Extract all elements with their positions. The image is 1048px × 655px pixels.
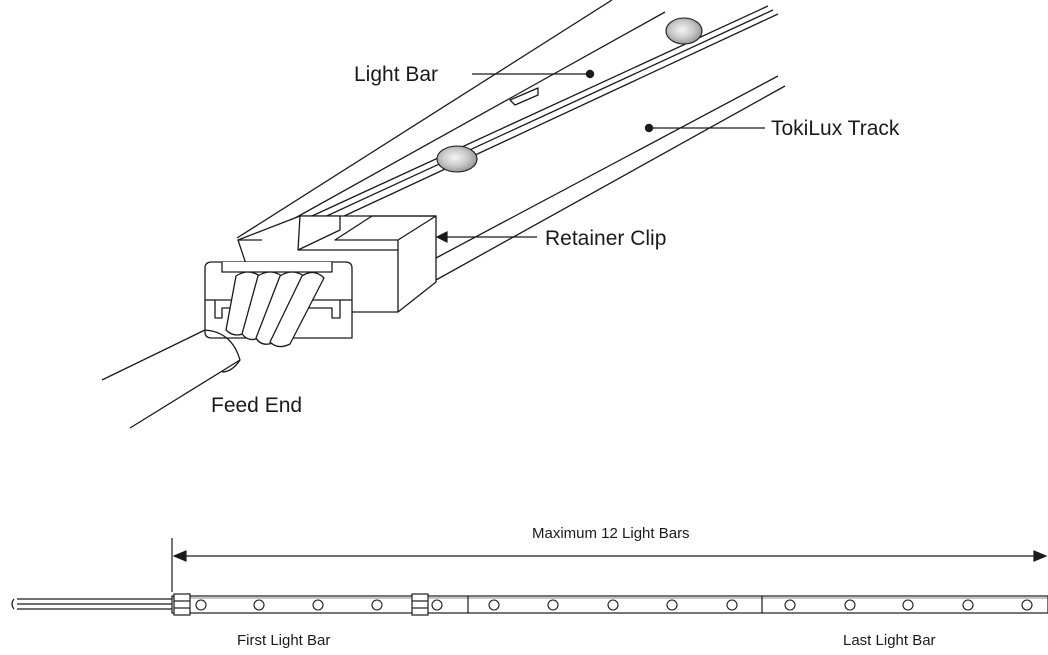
run-led bbox=[607, 599, 619, 611]
track-illustration bbox=[101, 0, 786, 429]
run-led bbox=[962, 599, 974, 611]
leader-dot-tokilux-track bbox=[644, 123, 654, 133]
dimension-arrow-right bbox=[1033, 550, 1048, 562]
light-bar-run bbox=[11, 538, 1048, 616]
run-led bbox=[666, 599, 678, 611]
run-led bbox=[371, 599, 383, 611]
run-leds bbox=[195, 599, 1033, 611]
run-led bbox=[431, 599, 443, 611]
run-led bbox=[784, 599, 796, 611]
callout-feed-end: Feed End bbox=[211, 394, 303, 417]
run-led bbox=[312, 599, 324, 611]
run-feed-cable bbox=[11, 598, 172, 610]
run-connector-first bbox=[173, 593, 191, 616]
dimension-label: Maximum 12 Light Bars bbox=[532, 525, 690, 542]
run-led bbox=[902, 599, 914, 611]
last-light-bar-label: Last Light Bar bbox=[843, 632, 936, 649]
run-led bbox=[547, 599, 559, 611]
first-light-bar-label: First Light Bar bbox=[237, 632, 331, 649]
run-led bbox=[488, 599, 500, 611]
run-led bbox=[1021, 599, 1033, 611]
feed-wires bbox=[225, 271, 325, 348]
leader-arrow-retainer-clip bbox=[435, 231, 448, 243]
led-lower bbox=[436, 145, 478, 173]
run-strip bbox=[171, 595, 1048, 614]
dimension-arrow-left bbox=[172, 550, 187, 562]
leader-dot-light-bar bbox=[585, 69, 595, 79]
run-connector-second bbox=[411, 593, 429, 616]
callout-light-bar: Light Bar bbox=[354, 63, 439, 86]
light-bar-notch bbox=[509, 87, 539, 106]
leader-lines bbox=[435, 69, 765, 243]
run-led bbox=[195, 599, 207, 611]
track-edges bbox=[236, 0, 786, 281]
feed-cable bbox=[101, 329, 241, 429]
led-upper bbox=[665, 17, 703, 45]
run-led bbox=[844, 599, 856, 611]
run-led bbox=[726, 599, 738, 611]
callout-retainer-clip: Retainer Clip bbox=[545, 227, 667, 250]
run-led bbox=[253, 599, 265, 611]
callout-tokilux-track: TokiLux Track bbox=[771, 117, 900, 140]
